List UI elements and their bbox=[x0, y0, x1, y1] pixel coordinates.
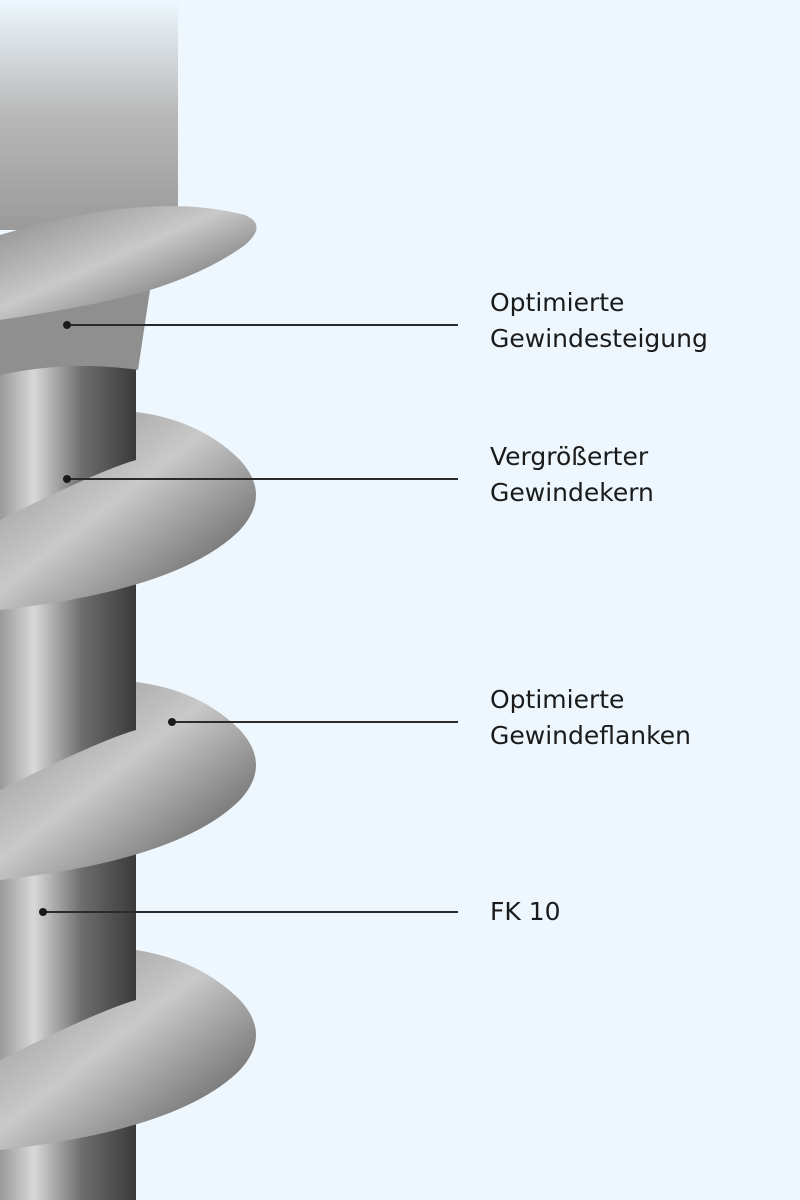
label-line: Gewindeflanken bbox=[490, 721, 691, 750]
screw-flange bbox=[0, 206, 257, 320]
thread bbox=[0, 950, 256, 1150]
label-line: Gewindekern bbox=[490, 478, 654, 507]
label-thread-flanks: Optimierte Gewindeflanken bbox=[490, 682, 691, 754]
label-line: Optimierte bbox=[490, 288, 625, 317]
label-thread-pitch: Optimierte Gewindesteigung bbox=[490, 285, 708, 357]
thread bbox=[0, 682, 256, 880]
label-line: Optimierte bbox=[490, 685, 625, 714]
label-line: FK 10 bbox=[490, 897, 561, 926]
thread bbox=[0, 412, 256, 610]
label-line: Gewindesteigung bbox=[490, 324, 708, 353]
screw-head bbox=[0, 0, 178, 230]
label-thread-core: Vergrößerter Gewindekern bbox=[490, 439, 654, 511]
label-fk10: FK 10 bbox=[490, 894, 561, 930]
label-line: Vergrößerter bbox=[490, 442, 649, 471]
